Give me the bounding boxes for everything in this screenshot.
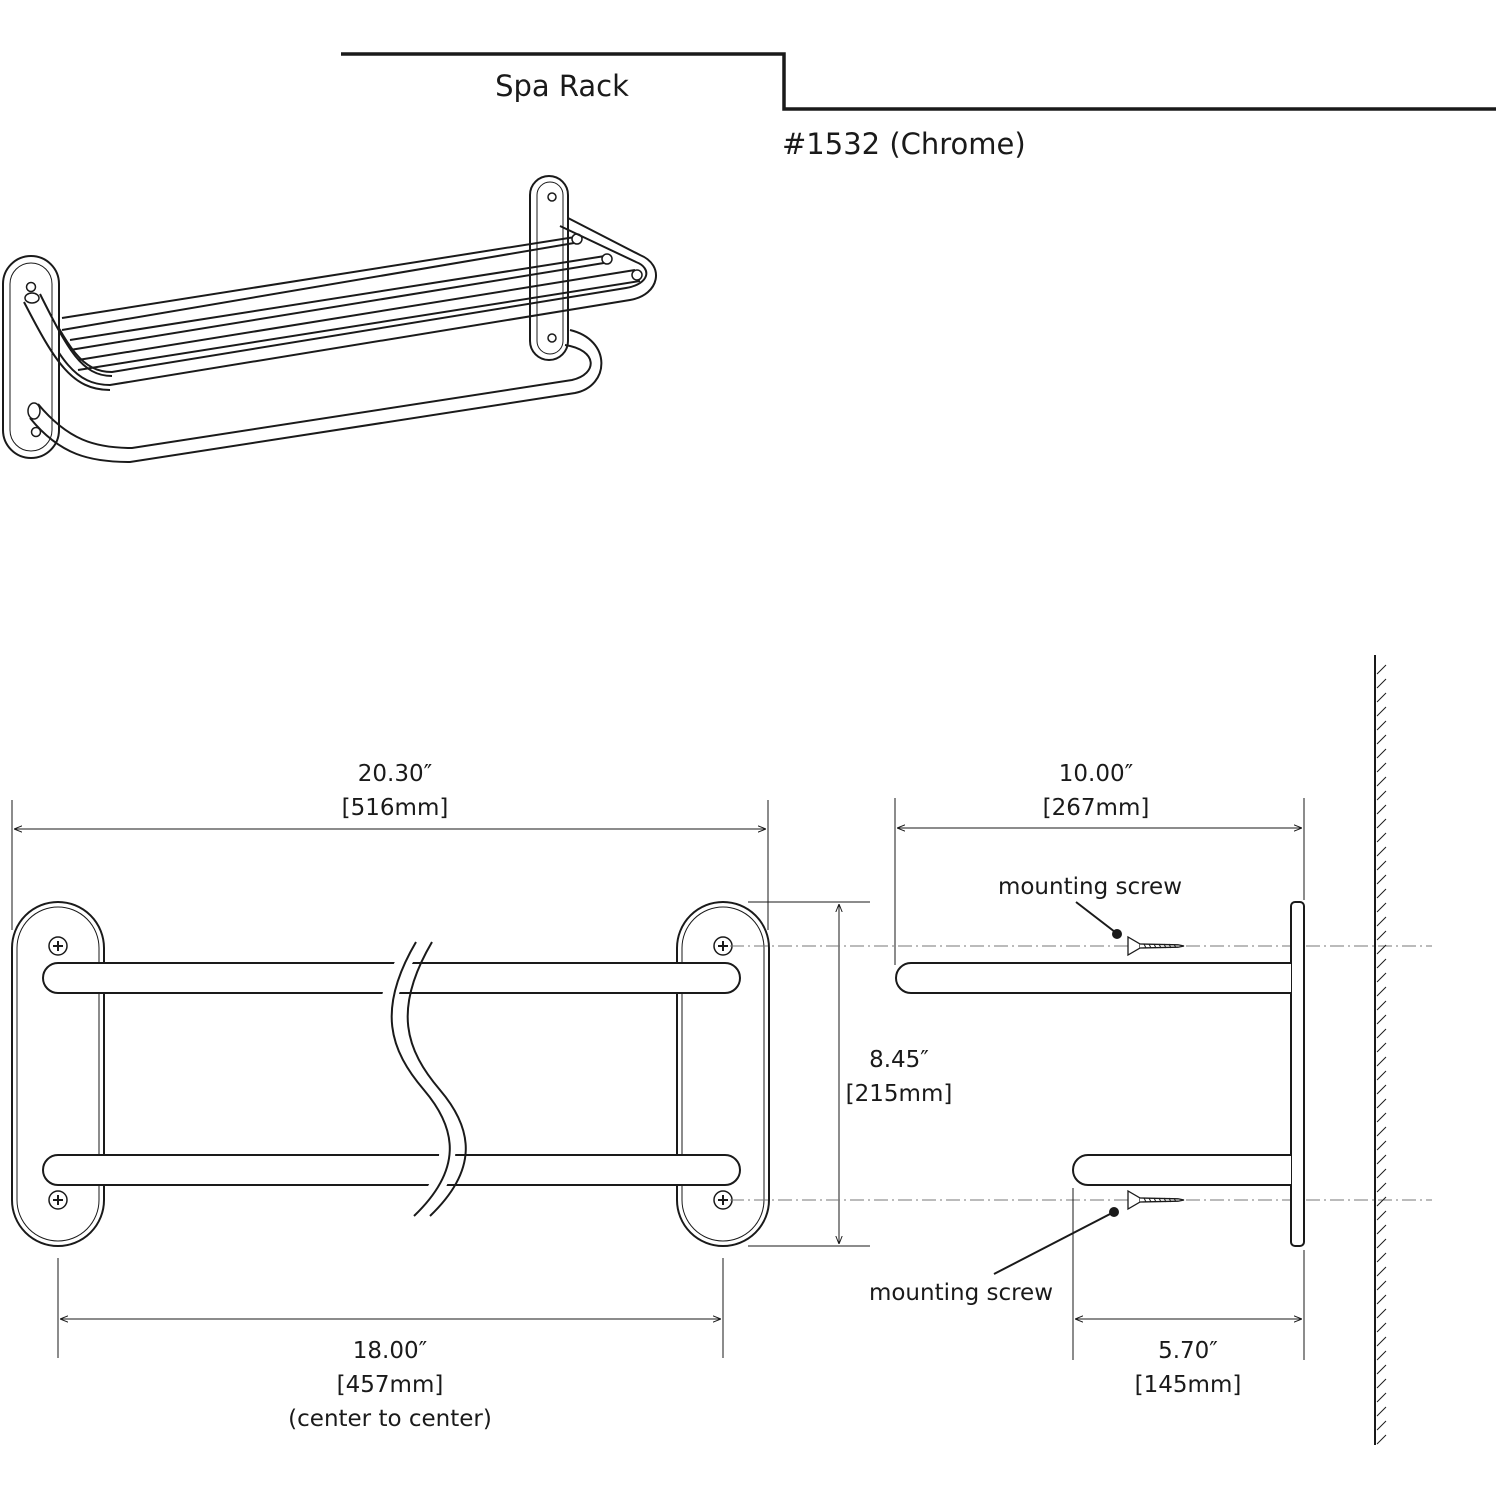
wall-hatch-line — [1376, 916, 1387, 927]
wall-hatch-line — [1376, 1406, 1387, 1417]
wall-hatch-line — [1376, 1196, 1387, 1207]
wall-hatch-line — [1376, 888, 1387, 899]
side-screw-top — [1127, 936, 1185, 956]
wall-hatch-line — [1376, 706, 1387, 717]
wall-hatch-line — [1376, 1028, 1387, 1039]
c2c-in: 18.00″ — [353, 1338, 428, 1364]
depth-top-in: 10.00″ — [1059, 761, 1134, 787]
callout-top-screw: mounting screw — [998, 874, 1182, 939]
wall-hatch-line — [1376, 1350, 1387, 1361]
wall-hatch-line — [1376, 902, 1387, 913]
wall-hatch-line — [1376, 1126, 1387, 1137]
overall-width-in: 20.30″ — [358, 761, 433, 787]
wall-hatch-line — [1376, 664, 1387, 675]
perspective-bottom-bar — [23, 292, 603, 464]
wall-hatch-line — [1376, 748, 1387, 759]
dim-depth-top: 10.00″ [267mm] — [894, 761, 1305, 965]
wall-hatch-line — [1376, 678, 1387, 689]
wall-hatch-line — [1376, 944, 1387, 955]
wall-hatch-line — [1376, 1112, 1387, 1123]
front-plate-left — [11, 901, 105, 1247]
wall-hatch-line — [1376, 818, 1387, 829]
wall-hatch-line — [1376, 972, 1387, 983]
front-view: 20.30″ [516mm] — [11, 761, 953, 1432]
wall-hatch-line — [1376, 734, 1387, 745]
wall-hatch-line — [1376, 1168, 1387, 1179]
wall-hatch-line — [1376, 1224, 1387, 1235]
side-arm-top — [895, 962, 1291, 994]
dim-overall-width: 20.30″ [516mm] — [11, 761, 769, 930]
title-rule — [341, 52, 1496, 111]
wall — [1374, 655, 1387, 1445]
front-break-line — [379, 937, 467, 1222]
wall-hatch-line — [1376, 860, 1387, 871]
wall-hatch-line — [1376, 1056, 1387, 1067]
wall-hatch-line — [1376, 1154, 1387, 1165]
wall-hatch-line — [1376, 1252, 1387, 1263]
perspective-illustration — [2, 175, 657, 464]
wall-hatch-line — [1376, 1420, 1387, 1431]
dim-depth-bottom: 5.70″ [145mm] — [1072, 1188, 1305, 1398]
wall-hatch-line — [1376, 1014, 1387, 1025]
height-mm: [215mm] — [846, 1081, 953, 1107]
wall-hatch-line — [1376, 720, 1387, 731]
c2c-note: (center to center) — [288, 1406, 492, 1432]
depth-bottom-in: 5.70″ — [1158, 1338, 1218, 1364]
wall-hatch-line — [1376, 1434, 1387, 1445]
overall-width-mm: [516mm] — [342, 795, 449, 821]
wall-hatch-line — [1376, 1042, 1387, 1053]
wall-hatch-line — [1376, 1000, 1387, 1011]
wall-hatch-line — [1376, 1084, 1387, 1095]
c2c-mm: [457mm] — [337, 1372, 444, 1398]
wall-hatch-line — [1376, 790, 1387, 801]
dim-center-to-center: 18.00″ [457mm] (center to center) — [57, 1258, 724, 1432]
wall-hatch-line — [1376, 832, 1387, 843]
wall-hatch-line — [1376, 1238, 1387, 1249]
wall-hatch-line — [1376, 1210, 1387, 1221]
wall-hatch-line — [1376, 692, 1387, 703]
perspective-plate-left — [2, 255, 60, 459]
callout-bottom-screw: mounting screw — [869, 1207, 1119, 1306]
callout-bottom-label: mounting screw — [869, 1280, 1053, 1306]
wall-hatch-line — [1376, 776, 1387, 787]
front-plate-right — [676, 901, 770, 1247]
depth-top-mm: [267mm] — [1043, 795, 1150, 821]
wall-hatch-line — [1376, 804, 1387, 815]
side-screw-bottom — [1127, 1190, 1185, 1210]
wall-hatch-line — [1376, 958, 1387, 969]
height-in: 8.45″ — [869, 1047, 929, 1073]
wall-hatch-line — [1376, 1098, 1387, 1109]
wall-hatch-line — [1376, 1070, 1387, 1081]
wall-hatch-line — [1376, 930, 1387, 941]
wall-hatch-line — [1376, 874, 1387, 885]
wall-hatch-line — [1376, 846, 1387, 857]
wall-hatch-line — [1376, 1266, 1387, 1277]
side-view: 10.00″ [267mm] 5.70″ [145mm] mounting sc… — [730, 655, 1432, 1445]
side-arm-bottom — [1072, 1154, 1291, 1186]
title-block: Spa Rack #1532 (Chrome) — [341, 52, 1496, 161]
wall-hatch-line — [1376, 1392, 1387, 1403]
wall-hatch-line — [1376, 1280, 1387, 1291]
wall-hatch-line — [1376, 1308, 1387, 1319]
wall-hatch-line — [1376, 986, 1387, 997]
wall-hatch-line — [1376, 762, 1387, 773]
wall-hatch-line — [1376, 1182, 1387, 1193]
wall-hatch-line — [1376, 1378, 1387, 1389]
wall-hatch-line — [1376, 1322, 1387, 1333]
wall-hatch-line — [1376, 1140, 1387, 1151]
model-number: #1532 (Chrome) — [782, 127, 1026, 161]
wall-hatch-line — [1376, 1294, 1387, 1305]
perspective-plate-right — [529, 175, 569, 361]
side-plate — [1290, 901, 1305, 1247]
wall-hatch-line — [1376, 1364, 1387, 1375]
wall-hatch-line — [1376, 1336, 1387, 1347]
callout-top-label: mounting screw — [998, 874, 1182, 900]
product-title: Spa Rack — [495, 69, 629, 103]
dim-height: 8.45″ [215mm] — [748, 901, 953, 1247]
depth-bottom-mm: [145mm] — [1135, 1372, 1242, 1398]
